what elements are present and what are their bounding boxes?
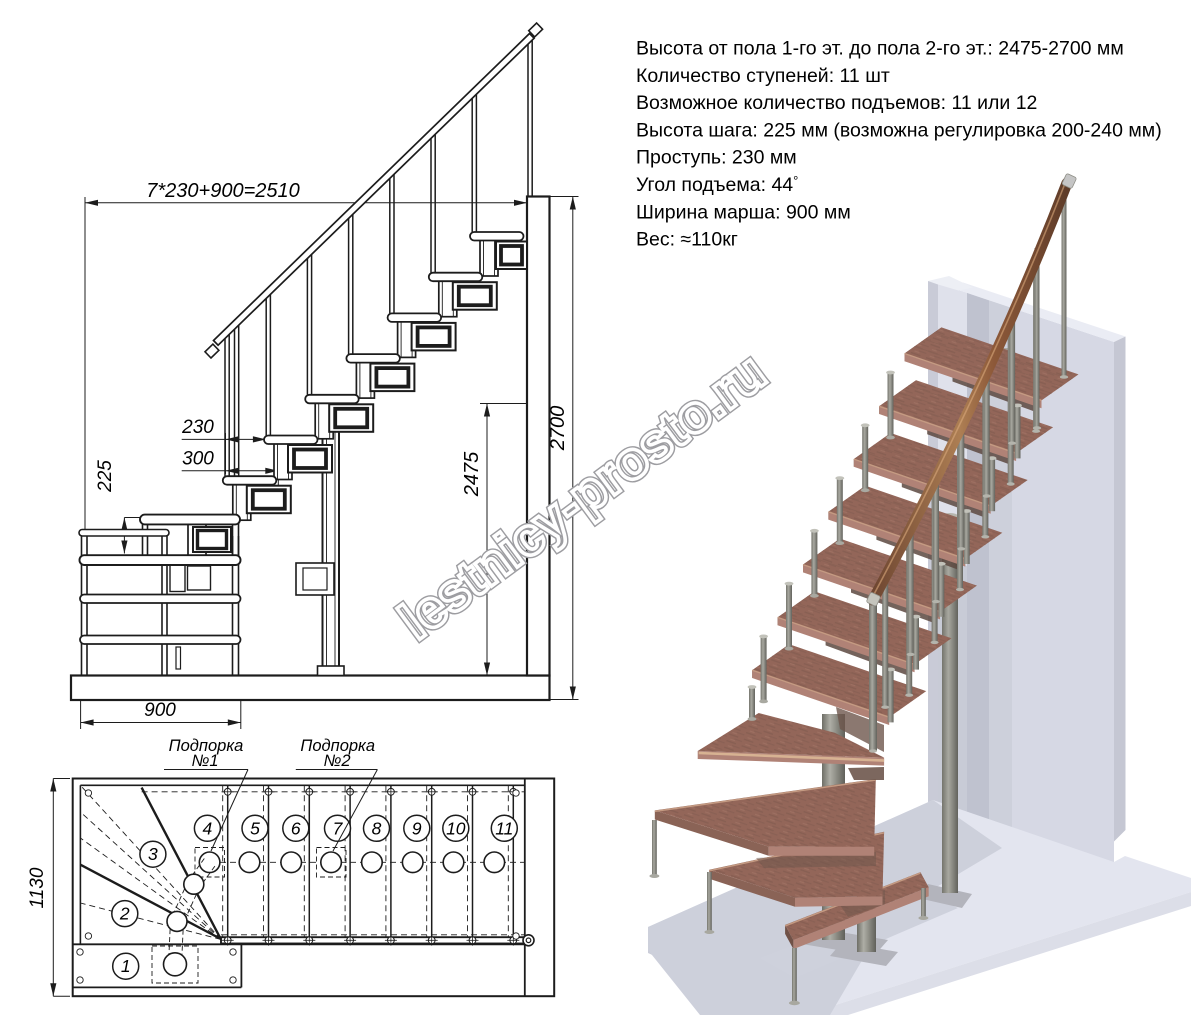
svg-text:Количество ступеней: 11 шт: Количество ступеней: 11 шт — [636, 65, 890, 87]
svg-text:№2: №2 — [323, 752, 350, 770]
svg-text:9: 9 — [412, 818, 422, 838]
svg-text:6: 6 — [291, 818, 301, 838]
svg-text:Проступь: 230 мм: Проступь: 230 мм — [636, 147, 797, 169]
svg-text:№1: №1 — [191, 752, 218, 770]
svg-text:900: 900 — [144, 700, 176, 721]
svg-text:Высота шага: 225 мм (возможна: Высота шага: 225 мм (возможна регулировк… — [636, 119, 1162, 141]
svg-text:225: 225 — [95, 460, 116, 493]
svg-text:2700: 2700 — [547, 406, 569, 452]
svg-text:Ширина марша: 900 мм: Ширина марша: 900 мм — [636, 201, 851, 223]
svg-text:Высота от пола 1-го эт. до пол: Высота от пола 1-го эт. до пола 2-го эт.… — [636, 38, 1124, 60]
svg-text:7: 7 — [333, 818, 344, 838]
svg-text:10: 10 — [446, 818, 466, 838]
svg-text:Подпорка: Подпорка — [300, 737, 375, 755]
svg-text:Подпорка: Подпорка — [169, 737, 244, 755]
svg-text:300: 300 — [182, 449, 214, 470]
svg-text:2: 2 — [119, 904, 130, 924]
svg-text:3: 3 — [148, 844, 158, 864]
svg-text:11: 11 — [495, 818, 513, 838]
svg-text:8: 8 — [372, 818, 382, 838]
svg-text:1: 1 — [121, 956, 131, 976]
svg-text:4: 4 — [203, 818, 213, 838]
svg-text:Угол подъема: 44°: Угол подъема: 44° — [636, 173, 798, 196]
svg-text:1130: 1130 — [27, 867, 48, 908]
svg-text:2475: 2475 — [461, 451, 483, 497]
svg-text:Возможное количество подъемов:: Возможное количество подъемов: 11 или 12 — [636, 92, 1037, 114]
svg-text:230: 230 — [181, 417, 214, 438]
svg-text:5: 5 — [250, 818, 260, 838]
svg-text:Вес: ≈110кг: Вес: ≈110кг — [636, 229, 738, 251]
svg-text:7*230+900=2510: 7*230+900=2510 — [146, 180, 300, 202]
